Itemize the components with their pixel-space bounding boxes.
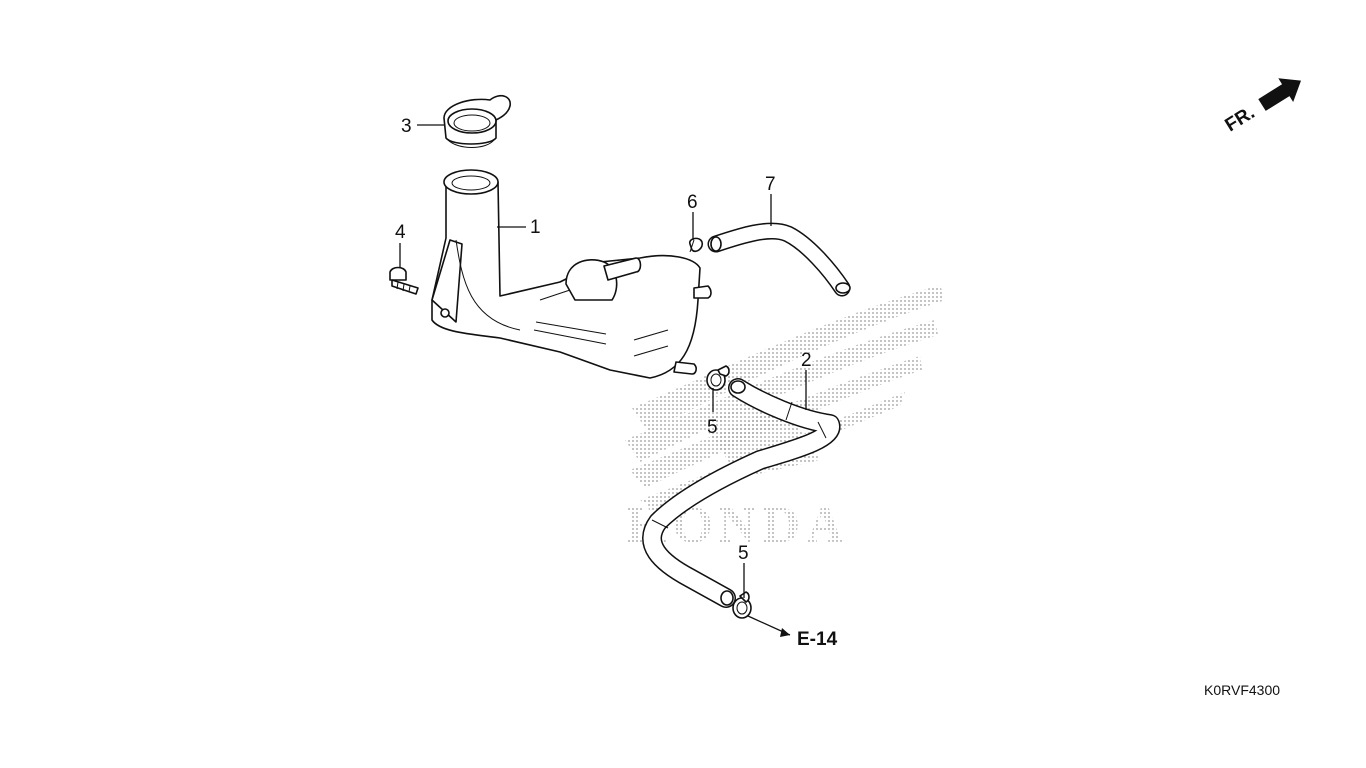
callout-6: 6: [687, 192, 698, 213]
hose-clip-upper: [689, 237, 704, 253]
mounting-bolt: [389, 266, 419, 295]
callout-4: 4: [395, 222, 406, 243]
hose-clamp-upper: [706, 365, 730, 391]
overflow-hose-upper: [707, 222, 851, 297]
front-arrow-icon: [1258, 78, 1302, 111]
callout-5-lower: 5: [738, 543, 749, 564]
leader-lines: [399, 124, 807, 637]
reference-label: E-14: [797, 629, 838, 650]
callout-1: 1: [530, 217, 541, 238]
reserve-tank: [431, 169, 712, 379]
callout-5-upper: 5: [707, 417, 718, 438]
callout-7: 7: [765, 174, 776, 195]
front-label: FR.: [1222, 102, 1259, 136]
callout-3: 3: [401, 116, 412, 137]
diagram-code: K0RVF4300: [1204, 682, 1280, 698]
front-direction-indicator: FR.: [1222, 78, 1302, 136]
hose-clamp-lower: [732, 591, 752, 619]
callout-2: 2: [801, 350, 812, 371]
reservoir-cap: [443, 94, 511, 148]
drain-hose: [642, 378, 841, 608]
